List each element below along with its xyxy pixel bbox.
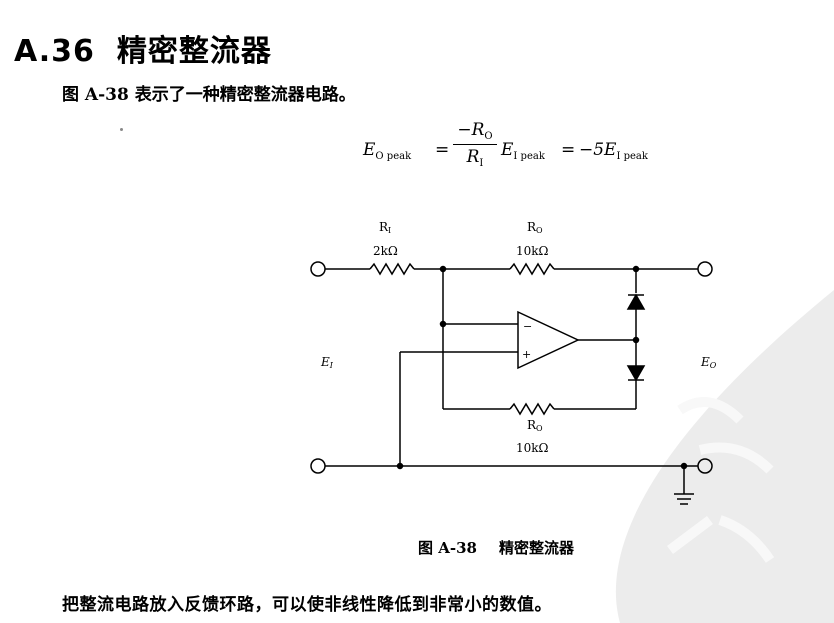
- bottom-paragraph: 把整流电路放入反馈环路，可以使非线性降低到非常小的数值。: [62, 595, 552, 615]
- ei-label: EI: [320, 355, 334, 370]
- ro-bottom-resistor: [509, 402, 555, 416]
- ro-bottom-value: 10kΩ: [516, 441, 549, 455]
- frac-numerator: −R: [457, 120, 485, 140]
- junction-e: [396, 462, 404, 470]
- ei-bottom-terminal: [310, 458, 326, 474]
- formula-lhs: EO peak: [363, 140, 412, 162]
- ro-top-value: 10kΩ: [516, 244, 549, 258]
- ro-bottom-label: RO: [527, 418, 543, 433]
- diode-upper: [626, 293, 646, 310]
- section-number: A.36: [14, 34, 95, 69]
- ro-top-resistor: [509, 262, 555, 276]
- watermark-graphic: [615, 290, 834, 623]
- section-title-text: 精密整流器: [116, 34, 272, 69]
- ro-top-label: RO: [527, 220, 543, 235]
- frac-denominator: R: [466, 147, 480, 167]
- ri-resistor: [369, 262, 415, 276]
- ri-value: 2kΩ: [373, 244, 398, 258]
- formula-equals-2: =: [561, 140, 576, 160]
- stray-dot: [120, 128, 123, 131]
- eo-top-terminal: [697, 261, 713, 277]
- ri-label: RI: [379, 220, 391, 235]
- ei-top-terminal: [310, 261, 326, 277]
- formula-equals-1: =: [435, 140, 450, 160]
- eo-label: EO: [700, 355, 717, 370]
- diode-lower: [626, 365, 646, 382]
- formula-rhs: −5EI peak: [579, 140, 648, 162]
- section-title: A.36 精密整流器: [14, 26, 272, 70]
- opamp-plus: +: [522, 348, 531, 361]
- formula-fraction: −RO RI: [453, 120, 497, 169]
- ground-symbol: [674, 493, 694, 505]
- rectifier-formula: EO peak = −RO RI EI peak = −5EI peak: [363, 118, 693, 178]
- eo-bottom-terminal: [697, 458, 713, 474]
- caption-number: 图 A-38: [418, 539, 477, 557]
- intro-paragraph: 图 A-38 表示了一种精密整流器电路。: [62, 85, 356, 105]
- figure-caption: 图 A-38 精密整流器: [418, 537, 574, 558]
- opamp-minus: −: [523, 320, 532, 333]
- formula-input-term: EI peak: [501, 140, 545, 162]
- op-amp: [517, 310, 580, 370]
- caption-title: 精密整流器: [498, 539, 574, 557]
